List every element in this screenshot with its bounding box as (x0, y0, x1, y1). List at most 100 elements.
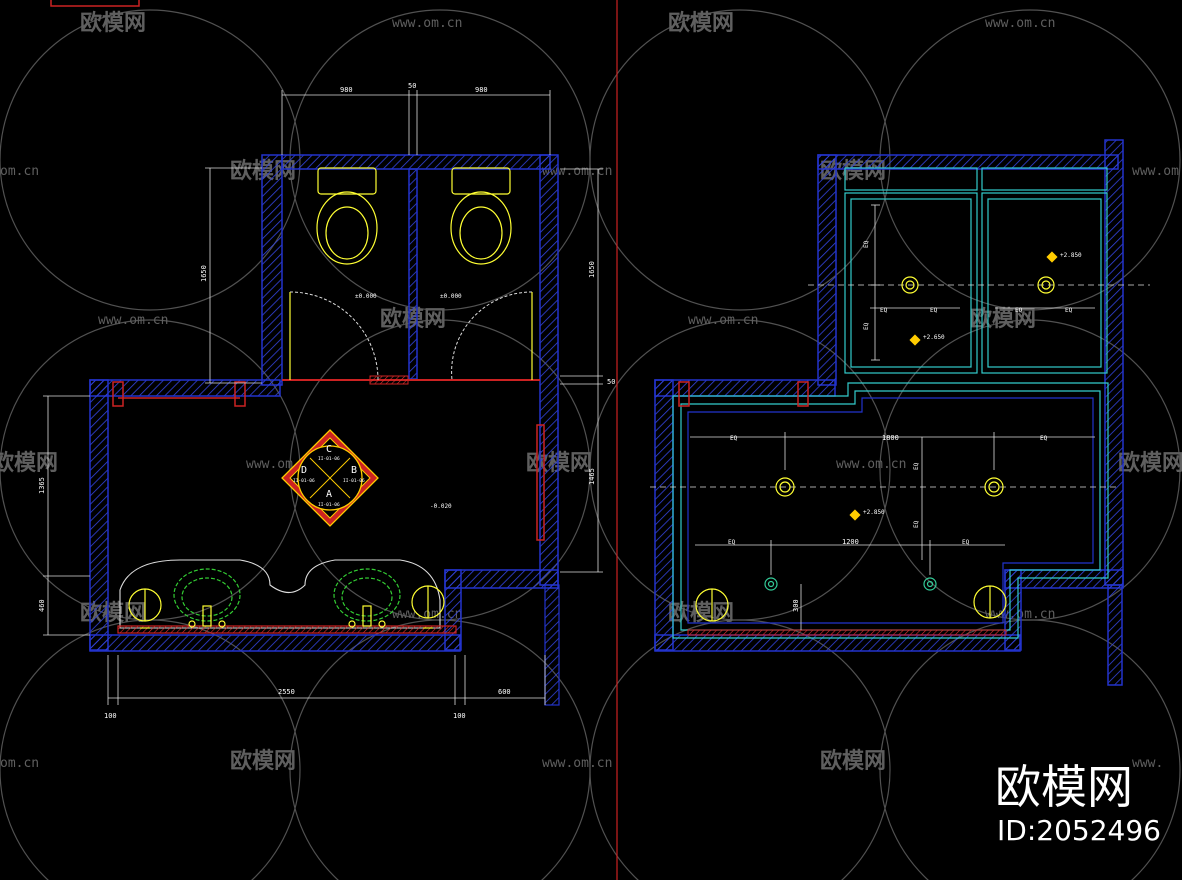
wm-logo-13: 欧模网 (0, 450, 58, 476)
eq-label: EQ (930, 307, 938, 314)
watermark-url: www. (1132, 756, 1163, 771)
wm-logo-11: 欧模网 (820, 748, 886, 774)
left-floor-plan: ±0.000 ±0.000 -0.020 (38, 82, 615, 720)
watermark-url: www.om.cn (542, 756, 612, 771)
watermark-url: om.cn (0, 164, 39, 179)
watermark-url: www.om.cn (98, 313, 168, 328)
left-entry (112, 381, 246, 407)
watermark-logo-text: 欧模网 (970, 306, 1036, 332)
wall-lamps (128, 585, 445, 629)
brand-id: ID:2052496 (997, 814, 1161, 847)
height-markers (849, 251, 1058, 521)
dim-top-right: 980 (475, 86, 488, 94)
watermark-url: www.om.cn (392, 16, 462, 31)
vanity-counter (117, 559, 457, 634)
eq-label: EQ (962, 539, 970, 546)
dim-ceiling-1800: 1800 (882, 434, 899, 442)
eq-label: EQ (863, 322, 870, 330)
stall-ceiling-panels (844, 167, 1108, 374)
elevation-tag-a: A (326, 489, 332, 500)
dim-ceiling-300: 300 (792, 599, 800, 612)
wm-logo-12: 欧模网 (1118, 450, 1182, 476)
dim-ceiling-1200: 1200 (842, 538, 859, 546)
watermark-url: www.om.cn (688, 313, 758, 328)
elevation-ref-b: II-01-06 (343, 478, 365, 484)
dim-top-mid: 50 (408, 82, 416, 90)
dim-right-stalls: 1650 (588, 261, 596, 278)
watermark-url: www.om.cn (1132, 164, 1182, 179)
eq-label: EQ (1040, 435, 1048, 442)
eq-label: EQ (730, 435, 738, 442)
wm-logo-7: 欧模网 (526, 450, 592, 476)
left-plan-walls (89, 154, 559, 652)
elevation-marker: C D B A II-01-06 II-01-06 II-01-06 II-01… (281, 429, 379, 527)
eq-label: EQ (913, 462, 920, 470)
stall-doors (289, 291, 533, 381)
wm-logo-9: 欧模网 (668, 600, 734, 626)
right-window (536, 424, 545, 541)
floor-mark-main: -0.020 (430, 503, 452, 510)
dim-bottom-small-right: 100 (453, 712, 466, 720)
dim-top-left: 980 (340, 86, 353, 94)
toilet-1 (316, 167, 378, 265)
watermark-logo-text: 欧模网 (230, 748, 296, 774)
height-mark-main: +2.850 (863, 509, 885, 516)
wm-logo-6: 欧模网 (970, 306, 1036, 332)
elevation-tag-d: D (301, 465, 307, 476)
watermark-url: om.cn (0, 756, 39, 771)
dim-bottom-main: 2550 (278, 688, 295, 696)
dim-left-room: 1365 (38, 477, 46, 494)
eq-label: EQ (1065, 307, 1073, 314)
eq-label: EQ (728, 539, 736, 546)
sink-1 (173, 568, 241, 622)
watermark-logo-text: 欧模网 (668, 600, 734, 626)
brand-name: 欧模网 (995, 760, 1133, 814)
elevation-ref-d: II-01-06 (293, 478, 315, 484)
dim-right-room: 1465 (588, 468, 596, 485)
floor-mark-stall-2: ±0.000 (440, 293, 462, 300)
left-plan-dimension-lines (43, 90, 603, 705)
floor-mark-stall-1: ±0.000 (355, 293, 377, 300)
main-ceiling-outline (672, 382, 1109, 639)
watermark-url: www.om.cn (542, 164, 612, 179)
eq-label: EQ (913, 520, 920, 528)
title-block-fragment (50, 0, 140, 7)
ceiling-vanity-soffit (687, 629, 1007, 636)
elevation-tag-c: C (326, 444, 332, 455)
elevation-ref-a: II-01-06 (318, 502, 340, 508)
right-entry (678, 381, 809, 407)
watermark-urls: www.om.cn www.om.cn om.cn www.om.cn www.… (0, 16, 1182, 771)
lower-right-wall (544, 584, 560, 706)
wm-logo-10: 欧模网 (230, 748, 296, 774)
dim-left-stalls: 1650 (200, 265, 208, 282)
faucets (188, 605, 386, 628)
eq-label: EQ (880, 307, 888, 314)
stall-threshold-hatch (369, 375, 409, 385)
eq-label: EQ (863, 240, 870, 248)
elevation-tag-b: B (351, 465, 357, 476)
watermark-layer: 欧模网 欧模网 欧模网 欧模网 欧模网 欧模网 欧模网 欧模网 欧模网 欧模网 … (0, 9, 1182, 880)
right-ceiling-plan: EQ EQ EQ EQ EQ EQ EQ EQ EQ EQ EQ EQ 1800… (650, 139, 1150, 686)
wm-logo-2: 欧模网 (668, 10, 734, 36)
dim-bottom-small-left: 100 (104, 712, 117, 720)
height-mark-stall-2: +2.850 (1060, 252, 1082, 259)
sink-2 (333, 568, 401, 622)
small-lights (764, 577, 937, 591)
wm-logo-1: 欧模网 (80, 10, 146, 36)
height-mark-stall-1: +2.650 (923, 334, 945, 341)
ceiling-dimension-lines (690, 204, 1095, 630)
toilet-2 (450, 167, 512, 265)
dim-bottom-right: 600 (498, 688, 511, 696)
ceiling-wall-lamps (695, 585, 1007, 622)
dim-left-vanity: 460 (38, 599, 46, 612)
watermark-logo-text: 欧模网 (526, 450, 592, 476)
watermark-url: www.om.cn (836, 457, 906, 472)
right-plan-walls (654, 139, 1124, 686)
watermark-logo-text: 欧模网 (0, 450, 58, 476)
elevation-ref-c: II-01-06 (318, 456, 340, 462)
watermark-logo-text: 欧模网 (1118, 450, 1182, 476)
eq-label: EQ (1015, 307, 1023, 314)
brand-logo: 欧模网 ID:2052496 (995, 760, 1161, 847)
watermark-logo-text: 欧模网 (668, 10, 734, 36)
